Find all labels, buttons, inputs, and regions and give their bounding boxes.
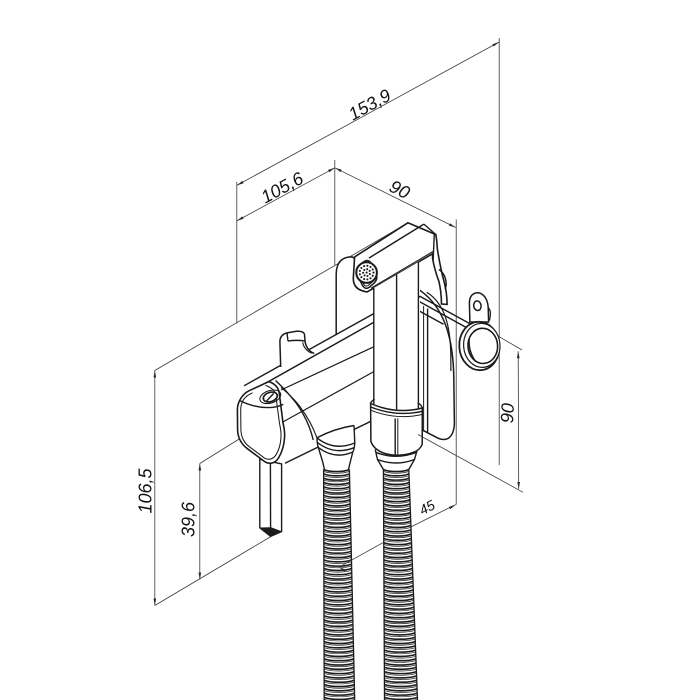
svg-text:90: 90 bbox=[497, 403, 518, 424]
svg-text:39,6: 39,6 bbox=[178, 501, 198, 537]
svg-text:45: 45 bbox=[416, 496, 437, 518]
svg-text:106,5: 106,5 bbox=[136, 467, 156, 513]
